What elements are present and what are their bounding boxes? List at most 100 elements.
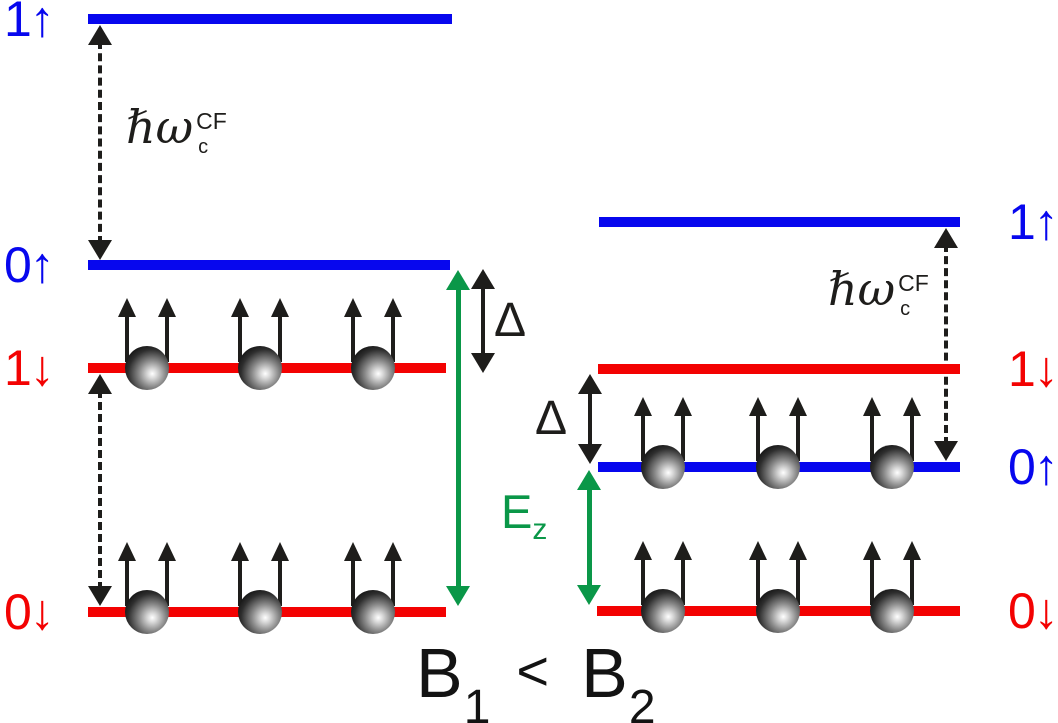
cf-cyclotron-gap-arrow-b1-up-down-head-icon [88, 240, 112, 260]
level-label-b2-0down: 0↓ [1008, 583, 1058, 639]
spin-up-arrow-shaft [681, 412, 685, 461]
electron-ball [125, 590, 169, 634]
cyclotron-energy-label-b1-superscript: CF [196, 108, 227, 134]
cf-cyclotron-gap-arrow-b1-down-down-head-icon [88, 586, 112, 606]
delta-gap-arrow-b1-down-head-icon [471, 353, 495, 373]
spin-up-arrow-head-icon [384, 298, 402, 317]
spin-up-arrow-head-icon [634, 541, 652, 560]
spin-up-arrow-head-icon [158, 542, 176, 561]
delta-gap-arrow-b1-up-head-icon [471, 269, 495, 289]
spin-up-arrow-shaft [391, 557, 395, 606]
cf-cyclotron-gap-arrow-b1-down-up-head-icon [88, 374, 112, 394]
spin-up-arrow-shaft [238, 557, 242, 606]
spin-up-arrow-head-icon [118, 298, 136, 317]
level-label-b1-0down: 0↓ [4, 584, 55, 640]
zeeman-gap-arrow-b2-shaft [586, 486, 592, 589]
spin-up-arrow-head-icon [674, 397, 692, 416]
level-line-b2-1down [598, 364, 960, 374]
spin-up-arrow-shaft [165, 557, 169, 606]
zeeman-energy-label: Ez [501, 488, 547, 545]
level-label-b2-1down: 1↓ [1008, 341, 1058, 397]
spin-up-arrow-shaft [391, 313, 395, 362]
electron-ball [125, 346, 169, 390]
cyclotron-energy-label-b2-base: ℏω [828, 262, 896, 316]
spin-up-arrow-head-icon [789, 541, 807, 560]
delta-gap-arrow-b2-down-head-icon [578, 444, 602, 464]
zeeman-gap-arrow-b2-up-head-icon [577, 470, 601, 490]
spin-up-arrow-head-icon [118, 542, 136, 561]
spin-up-arrow-shaft [238, 313, 242, 362]
zeeman-gap-arrow-b2-down-head-icon [577, 585, 601, 605]
spin-up-arrow-shaft [756, 556, 760, 605]
electron-ball [756, 589, 800, 633]
spin-up-arrow-head-icon [231, 542, 249, 561]
field-comparison-caption: B1 < B2 [416, 638, 656, 723]
spin-up-arrow-head-icon [674, 541, 692, 560]
spin-up-arrow-head-icon [749, 397, 767, 416]
b1-symbol: B [416, 634, 463, 712]
electron-ball [351, 346, 395, 390]
spin-up-arrow-head-icon [344, 542, 362, 561]
cf-cyclotron-gap-arrow-b2-shaft [944, 244, 948, 445]
spin-up-arrow-shaft [641, 412, 645, 461]
level-label-b2-1up: 1↑ [1008, 194, 1058, 250]
spin-up-arrow-shaft [910, 412, 914, 461]
electron-ball [238, 346, 282, 390]
cf-cyclotron-gap-arrow-b1-down-shaft [98, 390, 102, 590]
spin-up-arrow-shaft [756, 412, 760, 461]
level-line-b1-0up [88, 260, 450, 270]
spin-up-arrow-head-icon [271, 298, 289, 317]
b2-symbol: B [581, 634, 628, 712]
zeeman-gap-arrow-b1-down-head-icon [446, 586, 470, 606]
spin-up-arrow-shaft [870, 412, 874, 461]
zeeman-energy-label-base: E [501, 485, 533, 538]
spin-up-arrow-shaft [278, 557, 282, 606]
spin-up-arrow-shaft [796, 412, 800, 461]
level-line-b2-1up [599, 217, 960, 227]
spin-up-arrow-shaft [125, 313, 129, 362]
b1-field-label: B1 [416, 638, 490, 723]
electron-ball [870, 589, 914, 633]
cf-cyclotron-gap-arrow-b2-down-head-icon [934, 441, 958, 461]
delta-gap-arrow-b2-shaft [588, 390, 592, 448]
cf-cyclotron-gap-arrow-b1-up-up-head-icon [88, 25, 112, 45]
spin-up-arrow-head-icon [903, 397, 921, 416]
spin-up-arrow-head-icon [863, 541, 881, 560]
level-label-b1-1up: 1↑ [4, 0, 55, 47]
delta-gap-arrow-b2-up-head-icon [578, 374, 602, 394]
b2-subscript: 2 [628, 681, 656, 723]
spin-up-arrow-shaft [165, 313, 169, 362]
zeeman-gap-arrow-b1-shaft [455, 286, 461, 590]
spin-up-arrow-head-icon [271, 542, 289, 561]
spin-up-arrow-head-icon [231, 298, 249, 317]
electron-ball [351, 590, 395, 634]
electron-ball [641, 589, 685, 633]
cyclotron-energy-label-b1-base: ℏω [126, 100, 194, 154]
spin-up-arrow-shaft [278, 313, 282, 362]
cf-cyclotron-gap-arrow-b1-up-shaft [98, 41, 102, 244]
spin-up-arrow-head-icon [749, 541, 767, 560]
less-than-sign: < [516, 639, 550, 702]
delta-label-b1: Δ [494, 294, 527, 347]
cyclotron-energy-label-b1-subscript: c [198, 136, 209, 158]
level-line-b1-1up [88, 14, 452, 24]
level-label-b1-1down: 1↓ [4, 340, 55, 396]
spin-up-arrow-shaft [870, 556, 874, 605]
spin-up-arrow-shaft [125, 557, 129, 606]
electron-ball [756, 445, 800, 489]
b1-subscript: 1 [463, 681, 491, 723]
spin-up-arrow-head-icon [903, 541, 921, 560]
spin-up-arrow-shaft [351, 313, 355, 362]
zeeman-energy-label-subscript: z [532, 513, 548, 546]
spin-up-arrow-head-icon [384, 542, 402, 561]
electron-ball [641, 445, 685, 489]
spin-up-arrow-head-icon [789, 397, 807, 416]
spin-up-arrow-head-icon [863, 397, 881, 416]
electron-ball [238, 590, 282, 634]
spin-up-arrow-shaft [351, 557, 355, 606]
